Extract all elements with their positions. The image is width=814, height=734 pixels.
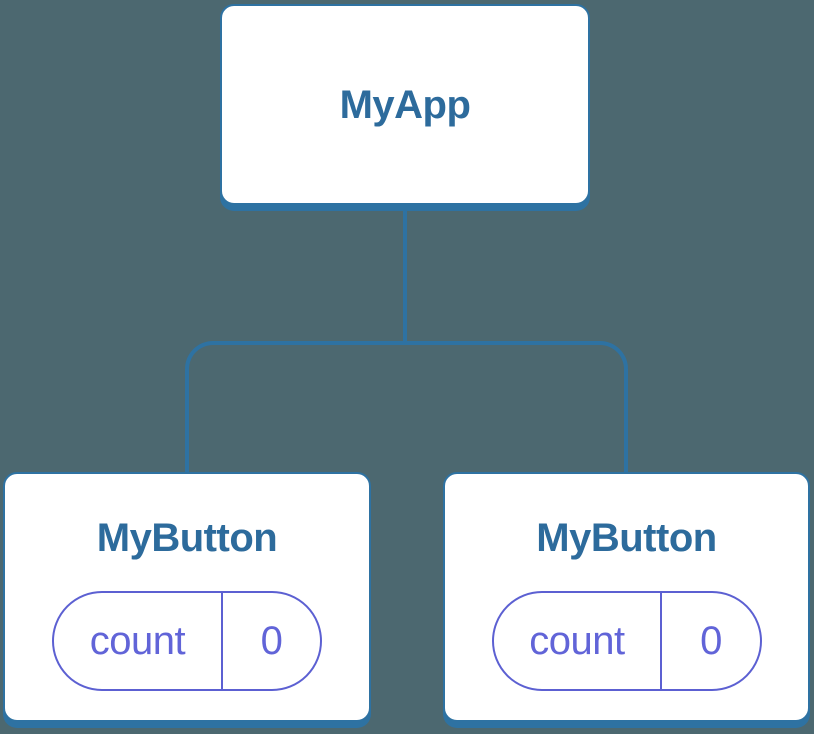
root-node-label: MyApp bbox=[339, 82, 471, 127]
state-pill: count 0 bbox=[52, 591, 322, 691]
state-pill: count 0 bbox=[491, 591, 762, 691]
state-name: count bbox=[529, 618, 625, 663]
state-name-cell: count bbox=[54, 593, 223, 689]
root-node-myapp: MyApp bbox=[220, 4, 590, 205]
child-node-label: MyButton bbox=[96, 516, 278, 560]
connector-stem bbox=[403, 211, 407, 345]
state-value-cell: 0 bbox=[223, 593, 320, 689]
child-node-mybutton-left: MyButton count 0 bbox=[3, 472, 371, 722]
state-name: count bbox=[89, 618, 186, 663]
state-value: 0 bbox=[700, 618, 722, 663]
state-value-cell: 0 bbox=[662, 593, 759, 689]
child-node-mybutton-right: MyButton count 0 bbox=[443, 472, 810, 722]
connector-bracket bbox=[185, 341, 628, 472]
state-value: 0 bbox=[260, 618, 283, 663]
child-node-label: MyButton bbox=[536, 516, 717, 560]
state-name-cell: count bbox=[494, 593, 663, 689]
